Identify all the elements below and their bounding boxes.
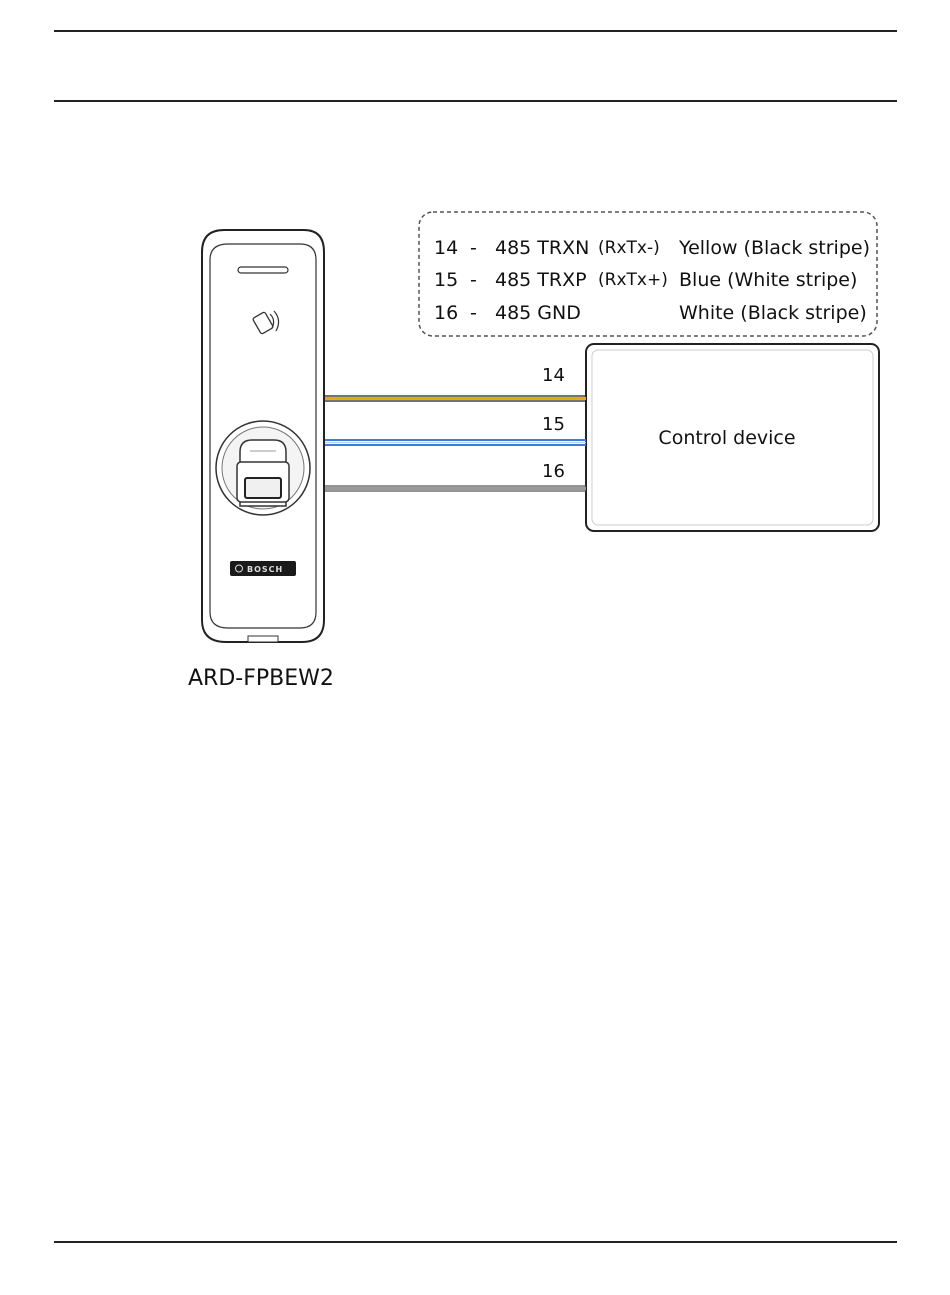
legend-signal: 485 TRXN xyxy=(495,237,589,259)
legend-alias: (RxTx-) xyxy=(598,238,660,258)
legend-color-desc: White (Black stripe) xyxy=(679,302,867,324)
footer-rule xyxy=(54,1241,897,1243)
legend-signal: 485 GND xyxy=(495,302,581,324)
wiring-diagram: 14 - 485 TRXN (RxTx-) Yellow (Black stri… xyxy=(0,0,950,760)
legend-row-15: 15 - 485 TRXP (RxTx+) Blue (White stripe… xyxy=(434,269,857,291)
legend-color-desc: Yellow (Black stripe) xyxy=(678,237,870,259)
legend-signal: 485 TRXP xyxy=(495,269,587,291)
legend-pin: 15 xyxy=(434,269,458,291)
legend-color-desc: Blue (White stripe) xyxy=(679,269,857,291)
control-device-label: Control device xyxy=(658,427,795,449)
legend-pin: 14 xyxy=(434,237,458,259)
wire-16: 16 xyxy=(322,461,586,491)
legend-alias: (RxTx+) xyxy=(598,270,668,290)
legend-dash: - xyxy=(470,237,477,259)
reader-model-label: ARD-FPBEW2 xyxy=(188,666,334,691)
reader-device: BOSCH xyxy=(202,230,324,642)
legend-pin: 16 xyxy=(434,302,458,324)
control-device-box: Control device xyxy=(586,344,879,531)
led-indicator xyxy=(238,267,288,273)
wire-14-label: 14 xyxy=(542,365,565,386)
wire-14: 14 xyxy=(322,365,586,401)
legend-dash: - xyxy=(470,269,477,291)
brand-label: BOSCH xyxy=(247,565,283,574)
wire-15-label: 15 xyxy=(542,414,565,435)
bosch-logo-icon: BOSCH xyxy=(230,561,296,576)
wire-15: 15 xyxy=(322,414,586,445)
fingerprint-sensor-icon xyxy=(216,421,310,515)
wire-16-label: 16 xyxy=(542,461,565,482)
legend-dash: - xyxy=(470,302,477,324)
legend-row-14: 14 - 485 TRXN (RxTx-) Yellow (Black stri… xyxy=(434,237,870,259)
